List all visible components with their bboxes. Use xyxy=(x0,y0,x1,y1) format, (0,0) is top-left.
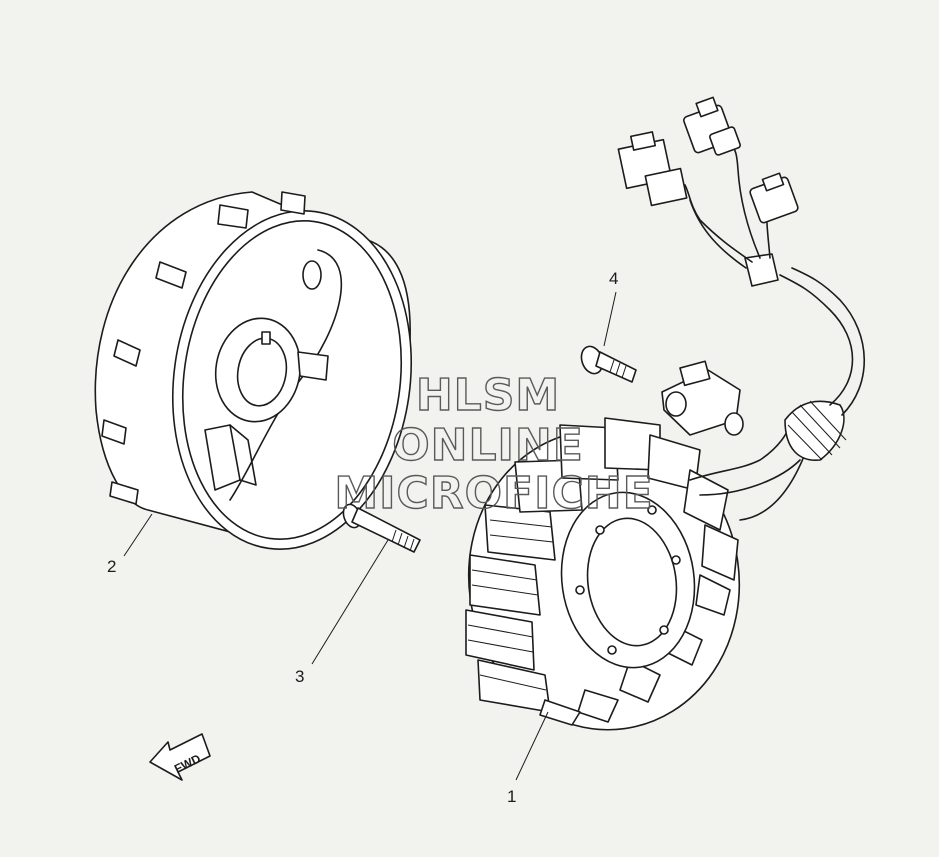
watermark: HLSM ONLINE MICROFICHE xyxy=(334,369,654,519)
leader-lines xyxy=(123,291,617,781)
callout-1: 1 xyxy=(507,787,516,806)
rotor xyxy=(94,191,413,550)
connector-a xyxy=(617,131,688,207)
connector-b xyxy=(683,96,741,156)
callout-3: 3 xyxy=(295,667,304,686)
stator xyxy=(465,417,741,731)
connector-c xyxy=(749,172,799,224)
wire-clamp xyxy=(661,360,744,436)
watermark-line-3: MICROFICHE xyxy=(334,468,653,519)
callout-4: 4 xyxy=(609,269,618,288)
watermark-line-1: HLSM xyxy=(416,370,560,421)
watermark-line-2: ONLINE xyxy=(392,420,584,471)
callout-2: 2 xyxy=(107,557,116,576)
bolt xyxy=(342,503,421,553)
screw xyxy=(580,345,637,383)
wire-harness xyxy=(617,96,866,521)
fwd-arrow: FWD xyxy=(149,733,211,781)
stator-poles xyxy=(465,417,739,726)
